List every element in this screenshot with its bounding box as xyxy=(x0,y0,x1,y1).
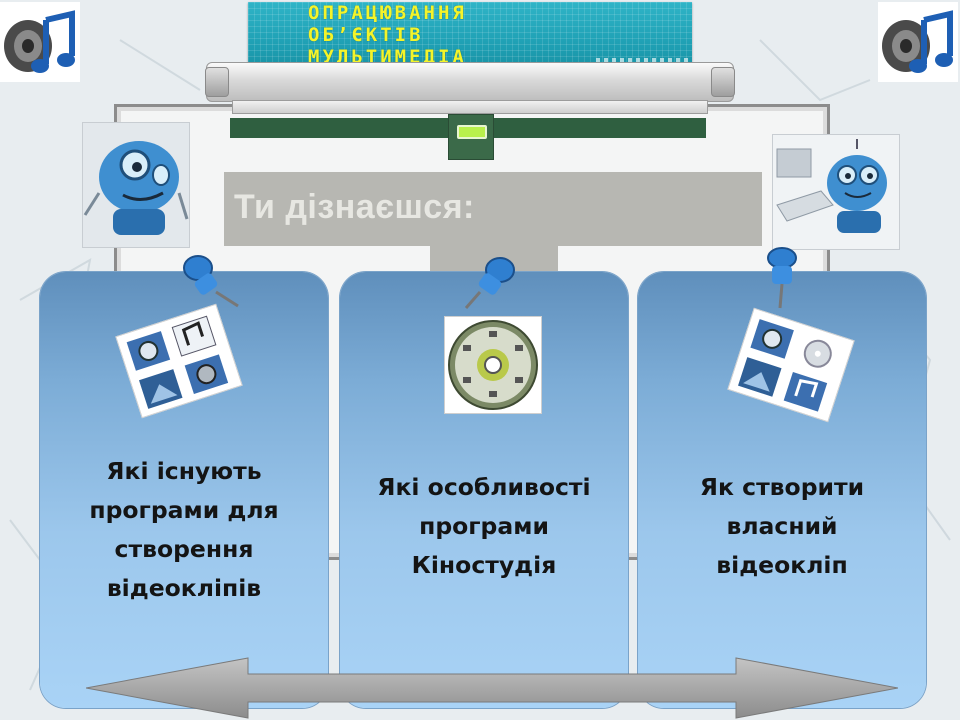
topic-1-line-1: Які існують xyxy=(106,457,262,485)
title-line-1: ОПРАЦЮВАННЯ xyxy=(308,2,467,24)
heading-box: Ти дізнаєшся: xyxy=(224,172,762,246)
pushpin-icon xyxy=(183,255,239,308)
handle-knob xyxy=(457,125,487,139)
robot-character-icon xyxy=(82,122,190,248)
screen-pull-handle xyxy=(448,114,494,160)
topic-3-line-1: Як створити xyxy=(699,473,865,501)
pushpin-icon xyxy=(464,257,515,309)
pushpin-icon xyxy=(767,247,797,309)
topic-1-line-3: створення xyxy=(114,535,254,563)
topic-1-line-4: відеокліпів xyxy=(106,574,262,602)
screen-roller xyxy=(205,62,735,102)
roller-cap-left xyxy=(205,67,229,97)
cd-disc-icon xyxy=(444,316,542,414)
roller-bar xyxy=(232,100,708,114)
heading-text: Ти дізнаєшся: xyxy=(234,188,475,226)
speaker-music-note-icon xyxy=(0,2,80,82)
topic-3-line-3: відеокліп xyxy=(716,551,848,579)
double-arrow-icon xyxy=(86,657,898,719)
topic-2-line-2: програми xyxy=(419,512,549,540)
media-collage-icon xyxy=(727,307,855,423)
speaker-music-note-icon xyxy=(878,2,958,82)
topic-2-line-3: Кіностудія xyxy=(411,551,557,579)
title-line-2: ОБ’ЄКТІВ xyxy=(308,24,424,46)
media-collage-icon xyxy=(115,303,243,419)
topic-text-3: Як створити власний відеокліп xyxy=(650,468,914,585)
topic-text-2: Які особливості програми Кіностудія xyxy=(352,468,616,585)
topic-3-line-2: власний xyxy=(726,512,838,540)
topic-1-line-2: програми для xyxy=(89,496,279,524)
roller-cap-right xyxy=(711,67,735,97)
topic-2-line-1: Які особливості xyxy=(377,473,591,501)
robot-character-icon xyxy=(772,134,900,250)
topic-text-1: Які існують програми для створення відео… xyxy=(52,452,316,608)
